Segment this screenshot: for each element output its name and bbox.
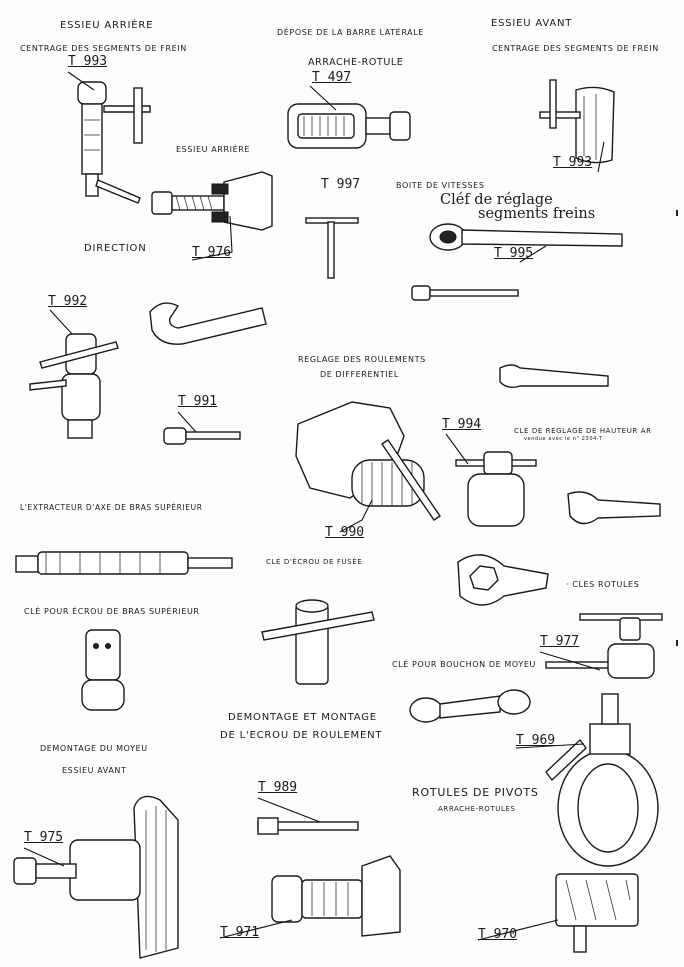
differential-bearing-tool-drawing: [295, 401, 441, 521]
ball-joint-spanner-drawing: [457, 554, 549, 606]
bearing-nut-key-drawing: [257, 817, 359, 835]
brake-adjust-wrench-drawing: [411, 223, 623, 301]
centering-tool-front-drawing: [539, 79, 615, 164]
caption-essieu-arriere-2: ESSIEU ARRIÈRE: [176, 145, 251, 154]
caption-centrage-left: CENTRAGE DES SEGMENTS DE FREIN: [20, 44, 187, 53]
upper-arm-nut-socket-drawing: [81, 629, 125, 711]
caption-direction: DIRECTION: [84, 243, 147, 254]
centering-tool-rear-drawing: [77, 81, 151, 204]
heading-essieu-avant: ESSIEU AVANT: [491, 18, 573, 29]
caption-cle-reglage-2: segments freins: [478, 206, 596, 222]
caption-cle-bras: CLÉ POUR ÉCROU DE BRAS SUPÉRIEUR: [24, 607, 200, 616]
caption-demontage-1: DEMONTAGE ET MONTAGE: [228, 712, 377, 723]
caption-reglage-1: REGLAGE DES ROULEMENTS: [298, 355, 426, 364]
ref-t970: T 970: [478, 927, 518, 942]
ref-t975: T 975: [24, 830, 64, 845]
ref-t971: T 971: [220, 925, 260, 940]
ref-t997: T 997: [321, 177, 361, 192]
rear-axle-tool-drawing: [151, 171, 273, 231]
heading-depose-barre: DÉPOSE DE LA BARRE LATÉRALE: [277, 28, 424, 37]
ref-t995: T 995: [494, 246, 534, 261]
ref-t497: T 497: [312, 70, 352, 85]
ref-t989: T 989: [258, 780, 298, 795]
ref-t969: T 969: [516, 733, 556, 748]
small-key-drawing: [163, 427, 241, 445]
ball-joint-puller-drawing: [287, 103, 411, 149]
stub-axle-nut-wrench-drawing: [261, 599, 375, 685]
caption-cle-hauteur-2: vendue avec le n° 2304-T: [524, 436, 603, 442]
ref-t991: T 991: [178, 394, 218, 409]
ring-spanner-drawing: [409, 689, 531, 723]
caption-reglage-2: DE DIFFERENTIEL: [320, 370, 399, 379]
height-adjust-key-drawing: [455, 364, 661, 527]
ref-t993-rear: T 993: [68, 54, 108, 69]
heading-essieu-arriere: ESSIEU ARRIÈRE: [60, 20, 154, 31]
t-wrench-drawing: [305, 217, 359, 279]
ref-t990: T 990: [325, 525, 365, 540]
arm-axle-extractor-drawing: [15, 551, 233, 575]
caption-extracteur: L'EXTRACTEUR D'AXE DE BRAS SUPÉRIEUR: [20, 503, 203, 512]
caption-arrache-rotule: ARRACHE-ROTULE: [308, 57, 404, 68]
ref-t993-front: T 993: [553, 155, 593, 170]
caption-cle-ecrou-fusee: CLÉ D'ÉCROU DE FUSÉE: [266, 558, 363, 566]
caption-demontage-2: DE L'ECROU DE ROULEMENT: [220, 730, 383, 741]
caption-cle-reglage-1: Cléf de réglage: [440, 192, 553, 208]
steering-tool-drawing: [29, 333, 119, 439]
ref-t992: T 992: [48, 294, 88, 309]
hub-puller-drawing: [13, 795, 179, 959]
open-end-wrench-drawing: [149, 302, 267, 345]
ref-t977: T 977: [540, 634, 580, 649]
caption-arrache-rotules: ARRACHE-ROTULES: [438, 805, 516, 813]
caption-cle-hauteur-1: CLE DE REGLAGE DE HAUTEUR AR: [514, 427, 652, 435]
hub-cap-wrench-drawing: [545, 613, 663, 679]
bearing-nut-socket-drawing: [271, 855, 401, 937]
caption-essieu-avant-2: ESSIEU AVANT: [62, 766, 127, 775]
caption-boite: BOITE DE VITESSES: [396, 181, 485, 190]
caption-cle-bouchon: CLÉ POUR BOUCHON DE MOYEU: [392, 660, 536, 669]
ref-t994: T 994: [442, 417, 482, 432]
caption-rotules-pivots: ROTULES DE PIVOTS: [412, 786, 539, 799]
ref-t976: T 976: [192, 245, 232, 260]
caption-centrage-right: CENTRAGE DES SEGMENTS DE FREIN: [492, 44, 659, 53]
pivot-ball-joint-puller-drawing: [545, 693, 659, 953]
leader-lines: [23, 71, 605, 941]
caption-demontage-moyeu: DEMONTAGE DU MOYEU: [40, 744, 148, 753]
caption-cles-rotules: · CLES ROTULES: [566, 580, 640, 589]
